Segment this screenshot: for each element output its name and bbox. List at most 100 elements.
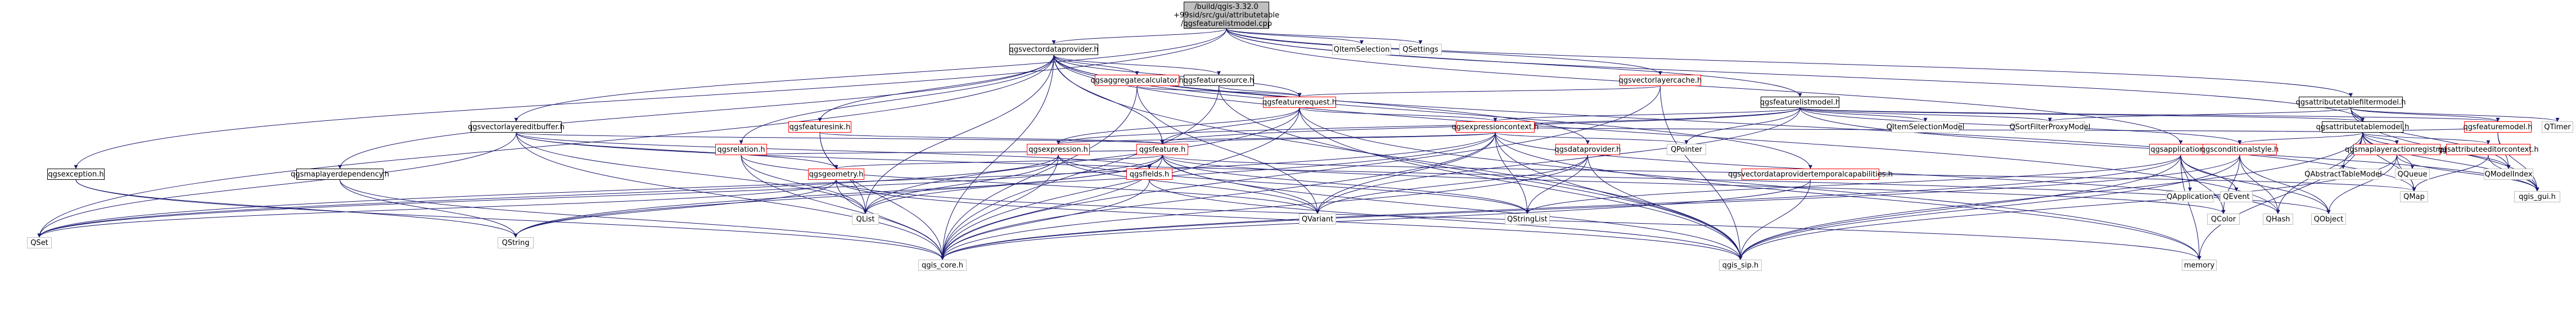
graph-node[interactable]: QMap xyxy=(2400,191,2428,202)
graph-node[interactable]: QColor xyxy=(2207,214,2240,225)
dependency-edge xyxy=(1226,28,2183,144)
graph-node[interactable]: qgsconditionalstyle.h xyxy=(2201,144,2279,155)
graph-node[interactable]: qgsapplication.h xyxy=(2149,144,2212,155)
graph-node[interactable]: qgsattributetablefiltermodel.h xyxy=(2296,97,2406,108)
graph-node[interactable]: qgsfeature.h xyxy=(1136,144,1188,155)
dependency-edge xyxy=(340,179,945,260)
graph-node[interactable]: QStringList xyxy=(1505,214,1550,225)
dependency-edge xyxy=(940,85,1138,260)
dependency-edge xyxy=(863,55,1054,214)
graph-node[interactable]: QVariant xyxy=(1299,214,1336,225)
dependency-edge xyxy=(1738,155,2181,260)
graph-node[interactable]: QQueue xyxy=(2395,169,2430,180)
dependency-edge xyxy=(940,132,1496,260)
dependency-edge xyxy=(37,132,517,238)
dependency-edge xyxy=(1226,28,2365,122)
graph-node[interactable]: QItemSelectionModel xyxy=(1887,121,1964,133)
dependency-edge xyxy=(863,107,1300,214)
dependency-edge xyxy=(1297,85,1661,97)
dependency-edge xyxy=(2412,155,2489,192)
dependency-edge xyxy=(2180,155,2226,214)
dependency-edge xyxy=(516,132,2331,214)
graph-node[interactable]: qgsexpressioncontext.h xyxy=(1452,121,1539,133)
graph-node[interactable]: QHash xyxy=(2263,214,2293,225)
dependency-edge xyxy=(1315,155,1588,214)
dependency-edge xyxy=(1160,107,1300,144)
dependency-edge xyxy=(1162,155,2226,214)
dependency-edge xyxy=(741,155,1320,214)
dependency-edge xyxy=(2362,132,2539,192)
dependency-edge xyxy=(340,179,518,238)
dependency-edge xyxy=(819,132,1165,144)
graph-node[interactable]: qgsattributeeditorcontext.h xyxy=(2438,144,2539,155)
graph-node[interactable]: qgis_sip.h xyxy=(1719,260,1762,271)
dependency-edge xyxy=(516,132,1164,144)
graph-node[interactable]: qgsfields.h xyxy=(1126,169,1172,180)
dependency-edge xyxy=(1493,107,1801,122)
graph-node[interactable]: qgis_core.h xyxy=(918,260,967,271)
dependency-edge xyxy=(1058,155,1530,214)
graph-node[interactable]: qgsmaplayeractionregistry.h xyxy=(2345,144,2449,155)
graph-node[interactable]: qgsvectorlayereditbuffer.h xyxy=(468,121,565,133)
graph-node[interactable]: qgsfeaturesource.h xyxy=(1184,75,1254,86)
graph-node[interactable]: qgsvectorlayercache.h xyxy=(1619,75,1702,86)
dependency-edge xyxy=(1738,132,2363,260)
graph-node[interactable]: qgsexception.h xyxy=(47,169,105,180)
dependency-edge xyxy=(2180,155,2192,192)
dependency-edge xyxy=(1315,132,1496,214)
graph-node[interactable]: qgsexpression.h xyxy=(1027,144,1090,155)
dependency-edge xyxy=(37,179,837,238)
dependency-edge xyxy=(1799,107,2500,122)
graph-node[interactable]: qgsfeaturesink.h xyxy=(788,121,851,133)
graph-node[interactable]: qgsfeaturelistmodel.h xyxy=(1760,97,1840,108)
dependency-edge xyxy=(1587,155,1743,260)
graph-node[interactable]: qgsrelation.h xyxy=(715,144,767,155)
graph-node[interactable]: qgis_gui.h xyxy=(2514,191,2560,202)
graph-node[interactable]: QObject xyxy=(2311,214,2346,225)
dependency-edge xyxy=(37,132,1496,238)
graph-node[interactable]: QSettings xyxy=(1399,44,1442,55)
dependency-edge xyxy=(1056,132,1496,144)
graph-node[interactable]: qgsfeaturerequest.h xyxy=(1262,97,1337,108)
graph-node[interactable]: QApplication xyxy=(2166,191,2214,202)
graph-node[interactable]: QSet xyxy=(27,237,52,248)
dependency-edge xyxy=(1799,107,2052,122)
graph-node[interactable]: qgsdataprovider.h xyxy=(1555,144,1621,155)
graph-node[interactable]: QEvent xyxy=(2220,191,2253,202)
dependency-edge xyxy=(1660,85,1743,260)
graph-node[interactable]: qgsmaplayerdependency.h xyxy=(291,169,389,180)
graph-node[interactable]: QPointer xyxy=(1667,144,1706,155)
graph-node[interactable]: QTimer xyxy=(2542,121,2573,133)
dependency-edge xyxy=(940,155,1588,260)
graph-node[interactable]: memory xyxy=(2182,260,2217,271)
graph-node[interactable]: QSortFilterProxyModel xyxy=(2010,121,2090,133)
dependency-edge xyxy=(940,55,1054,260)
dependency-edge xyxy=(2237,132,2363,144)
graph-node[interactable]: qgsfeaturemodel.h xyxy=(2463,121,2533,133)
graph-node[interactable]: QModelIndex xyxy=(2484,169,2533,180)
dependency-edge xyxy=(1684,107,1801,144)
dependency-edge xyxy=(1219,85,1743,260)
dependency-edge xyxy=(1299,107,1497,122)
graph-node[interactable]: QString xyxy=(498,237,534,248)
dependency-edge xyxy=(2362,132,2491,144)
graph-node[interactable]: qgsvectordataprovider.h xyxy=(1009,44,1098,55)
graph-node-root-file[interactable]: /build/qgis-3.32.0 +99sid/src/gui/attrib… xyxy=(1174,2,1279,29)
graph-node[interactable]: QItemSelection xyxy=(1332,44,1391,55)
dependency-edge xyxy=(1738,155,2240,260)
dependency-edge xyxy=(1136,85,1320,214)
dependency-edge xyxy=(1495,132,2201,260)
dependency-edge xyxy=(741,155,868,214)
graph-node[interactable]: qgsaggregatecalculator.h xyxy=(1090,75,1184,86)
dependency-edge xyxy=(1495,132,1530,214)
graph-node[interactable]: qgsvectordataprovidertemporalcapabilitie… xyxy=(1728,169,1893,180)
dependency-edge xyxy=(1162,155,1530,214)
graph-node[interactable]: QAbstractTableModel xyxy=(2304,169,2382,180)
graph-node[interactable]: QList xyxy=(852,214,879,225)
graph-node[interactable]: qgsattributetablemodel.h xyxy=(2316,121,2409,133)
dependency-edge xyxy=(2197,132,2363,260)
dependency-edge xyxy=(1053,55,1139,75)
dependency-edge xyxy=(1056,107,1801,144)
graph-node[interactable]: qgsgeometry.h xyxy=(808,169,864,180)
